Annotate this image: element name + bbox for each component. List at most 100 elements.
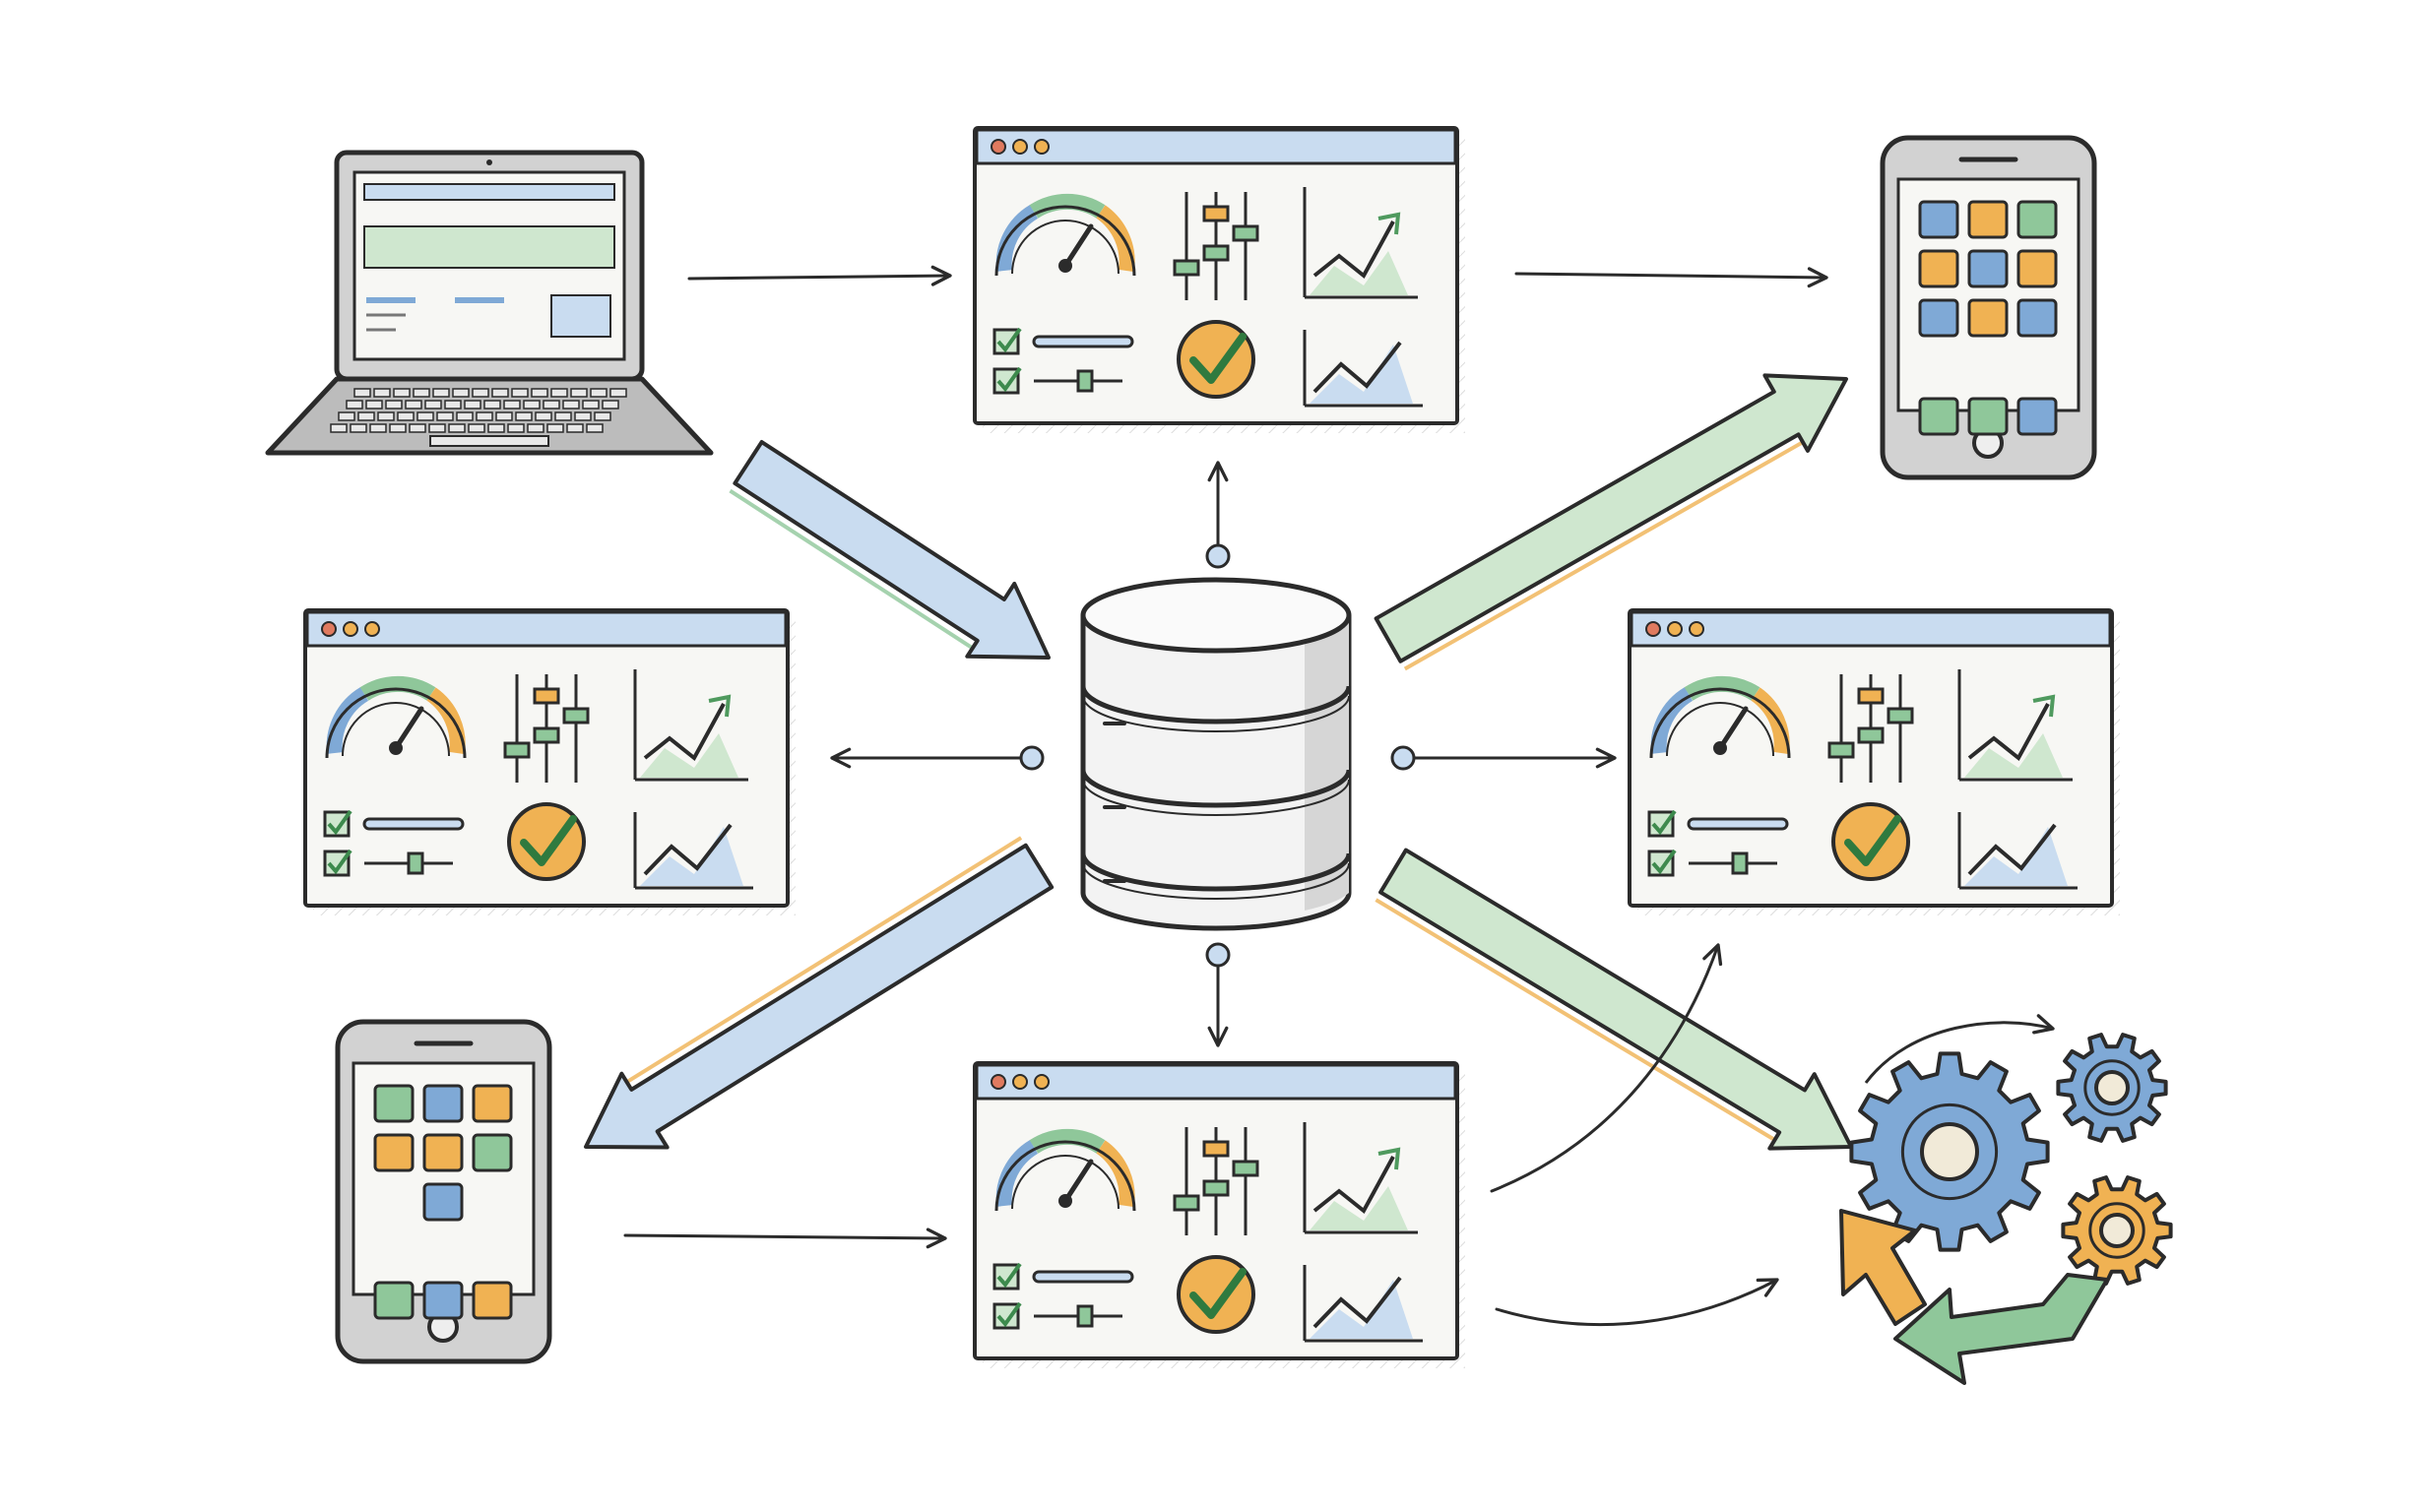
- laptop-key: [543, 400, 560, 410]
- app-tile: [472, 1281, 513, 1320]
- laptop-key: [476, 411, 493, 421]
- laptop-key: [452, 388, 470, 398]
- edge-database-to-dashboard-right: [1390, 745, 1617, 771]
- laptop-key: [436, 411, 454, 421]
- app-tile: [2016, 298, 2058, 338]
- edge-database-to-dashboard-top-dot: [1205, 543, 1231, 569]
- laptop-key: [464, 400, 481, 410]
- phone-top-right-node: [1880, 135, 2097, 480]
- edge-dashboard-bottom-to-gears: [1495, 1278, 1779, 1327]
- laptop-key: [491, 388, 509, 398]
- laptop-key: [566, 423, 584, 433]
- app-tile: [1918, 249, 1959, 288]
- small-gear-bottom-icon-hub: [2099, 1213, 2135, 1248]
- laptop-key: [409, 423, 426, 433]
- laptop-camera: [486, 159, 492, 165]
- edge-database-to-phone-bottom-left-body: [584, 843, 1055, 1150]
- laptop-key: [350, 423, 367, 433]
- edge-laptop-to-dashboard-top: [687, 265, 952, 286]
- database-node: [1080, 577, 1352, 931]
- edge-dashboard-bottom-to-dashboard-right: [1490, 943, 1723, 1193]
- app-tile: [472, 1084, 513, 1123]
- laptop-key: [424, 400, 442, 410]
- small-gear-bottom-icon-ring: [2088, 1202, 2145, 1259]
- laptop-key: [550, 388, 568, 398]
- app-tile: [1967, 298, 2009, 338]
- laptop-key: [373, 388, 391, 398]
- edge-database-to-phone-body: [1374, 373, 1848, 663]
- edge-database-to-gears-body: [1378, 848, 1853, 1151]
- laptop-key: [507, 423, 525, 433]
- app-tile: [2016, 249, 2058, 288]
- laptop-key: [377, 411, 395, 421]
- app-tile: [1967, 249, 2009, 288]
- laptop-key: [503, 400, 521, 410]
- laptop-key: [602, 400, 619, 410]
- database-ring: [1080, 685, 1352, 724]
- small-gear-top-icon-ring: [2083, 1059, 2141, 1116]
- laptop-key: [448, 423, 466, 433]
- laptop-key: [511, 388, 529, 398]
- app-tile: [2016, 397, 2058, 436]
- edge-database-to-dashboard-bottom: [1205, 942, 1231, 1047]
- laptop-key: [353, 388, 371, 398]
- laptop-key: [468, 423, 485, 433]
- database-ring: [1080, 769, 1352, 808]
- edge-database-to-phone: [1374, 373, 1848, 671]
- app-tile: [1918, 397, 1959, 436]
- edge-database-to-dashboard-right-dot: [1390, 745, 1416, 771]
- laptop-key: [428, 423, 446, 433]
- cycle-arrow-top-icon: [1864, 1014, 2055, 1084]
- laptop-key: [609, 388, 627, 398]
- app-tile: [373, 1133, 415, 1172]
- laptop-key: [515, 411, 533, 421]
- laptop-key: [413, 388, 430, 398]
- edge-dashboard-top-to-phone: [1514, 267, 1828, 288]
- dashboard-right-node: [1628, 608, 2120, 915]
- laptop-key: [389, 423, 407, 433]
- laptop-key: [554, 411, 572, 421]
- laptop-key: [472, 388, 489, 398]
- app-tile: [422, 1182, 464, 1222]
- app-tile: [373, 1281, 415, 1320]
- laptop-key: [586, 423, 604, 433]
- app-tile: [1967, 397, 2009, 436]
- edge-phone-to-dashboard-bottom: [623, 1228, 947, 1249]
- edge-database-to-dashboard-left-dot: [1019, 745, 1045, 771]
- database-shade: [1305, 615, 1349, 911]
- cycle-arrow-orange-icon: [1839, 1209, 1927, 1326]
- database-ring-inner: [1082, 779, 1350, 816]
- laptop-key: [369, 423, 387, 433]
- app-tile: [373, 1084, 415, 1123]
- gears-node: [1839, 1014, 2173, 1385]
- large-gear-icon-ring: [1900, 1102, 1999, 1201]
- app-tile: [1967, 200, 2009, 239]
- dashboard-bottom-node: [973, 1061, 1465, 1368]
- edges-layer: [584, 265, 1853, 1327]
- edge-database-to-gears: [1375, 848, 1853, 1151]
- laptop-key: [416, 411, 434, 421]
- laptop-key: [444, 400, 462, 410]
- edge-database-to-dashboard-top: [1205, 461, 1231, 569]
- edge-database-to-gears-shadow: [1375, 898, 1776, 1142]
- laptop-key: [483, 400, 501, 410]
- app-tile: [422, 1281, 464, 1320]
- laptop-key: [346, 400, 363, 410]
- edge-laptop-to-database-body: [733, 440, 1051, 660]
- laptop-key: [523, 400, 541, 410]
- edge-database-to-phone-bottom-left-shadow: [625, 836, 1023, 1084]
- edge-database-to-phone-shadow: [1403, 440, 1805, 671]
- laptop-screen-header: [363, 183, 615, 201]
- laptop-key: [590, 388, 608, 398]
- edge-laptop-to-database: [729, 440, 1051, 660]
- dashboard-left-node: [303, 608, 796, 915]
- app-tile: [472, 1133, 513, 1172]
- laptop-key: [594, 411, 611, 421]
- dashboard-top-node: [973, 126, 1465, 433]
- edge-database-to-dashboard-bottom-dot: [1205, 942, 1231, 968]
- app-tile: [1918, 200, 1959, 239]
- small-gear-top-icon-hub: [2094, 1070, 2130, 1105]
- large-gear-icon-hub: [1920, 1122, 1979, 1181]
